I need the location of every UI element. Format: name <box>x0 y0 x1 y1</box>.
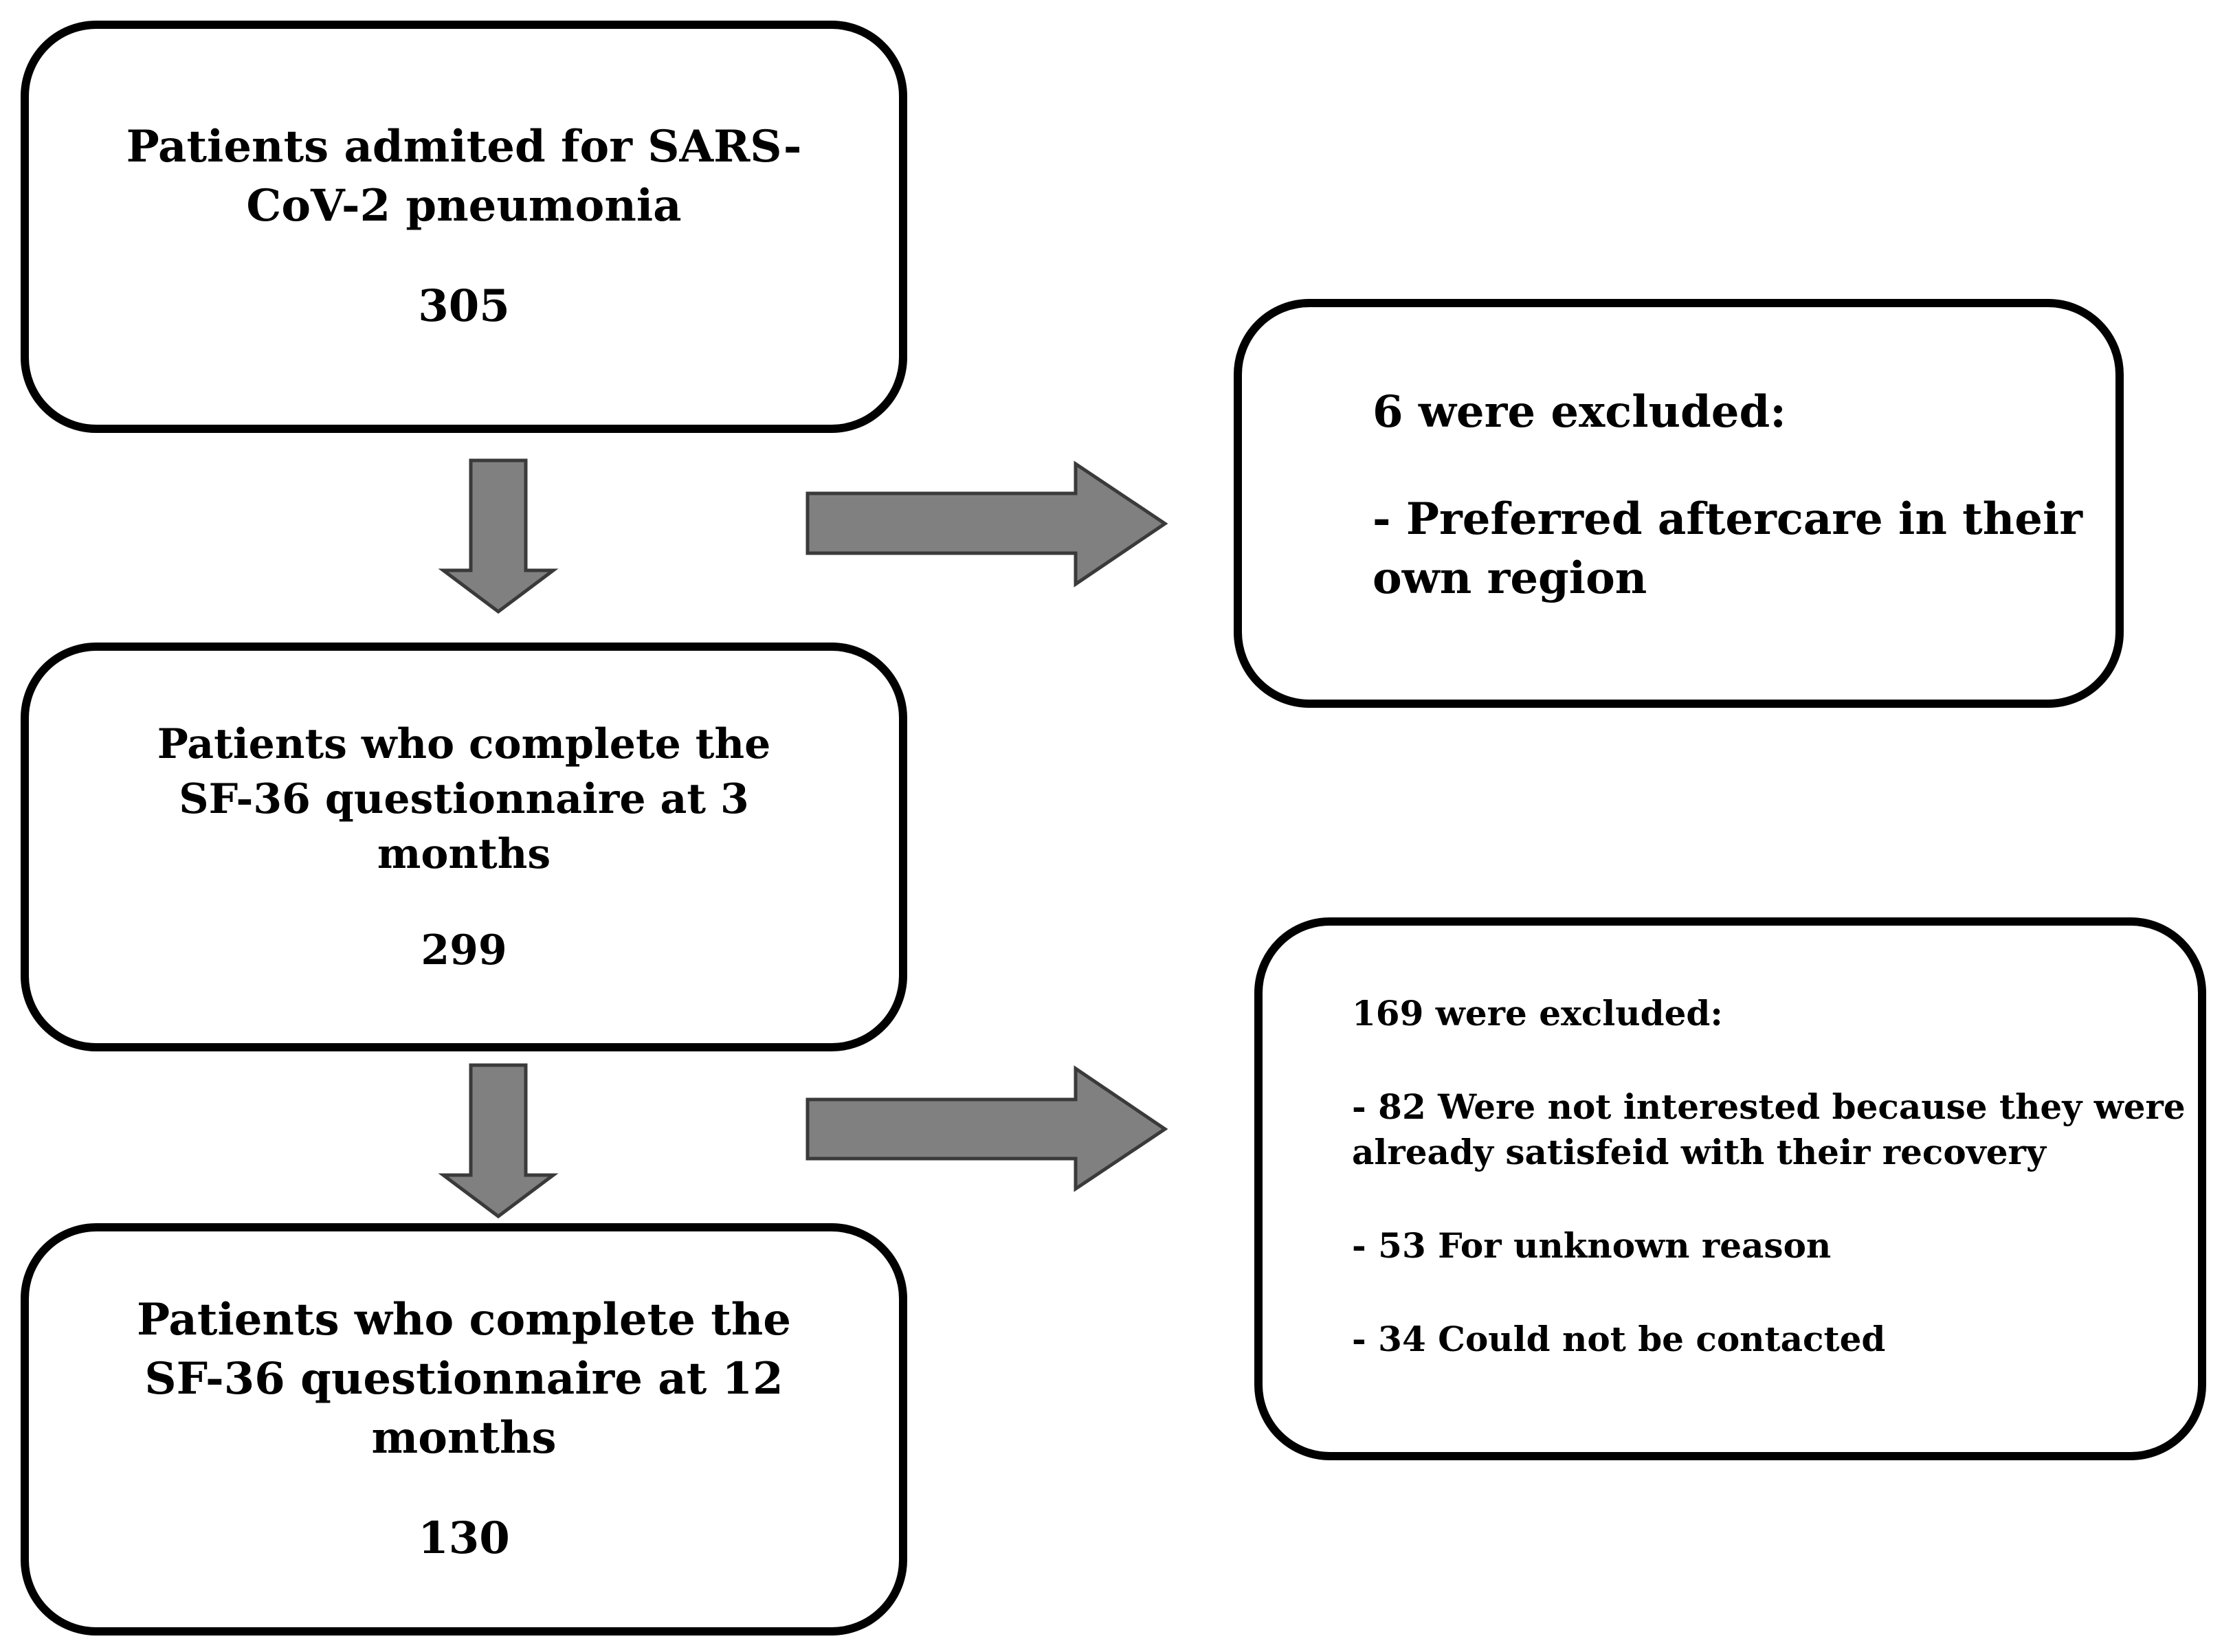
spacer <box>1373 442 2082 490</box>
second-exclusion-reason-1-line-1: - 82 Were not interested because they we… <box>1352 1086 2186 1127</box>
three-month-count: 299 <box>421 926 507 974</box>
twelve-month-title-line-1: Patients who complete the <box>137 1294 791 1346</box>
twelve-month-title-line-3: months <box>371 1412 557 1464</box>
first-exclusion-heading: 6 were excluded: <box>1373 386 1786 438</box>
spacer <box>1352 1036 2186 1084</box>
second-exclusion-content: 169 were excluded: - 82 Were not interes… <box>1352 991 2186 1362</box>
twelve-month-title-line-2: SF-36 questionnaire at 12 <box>144 1353 784 1405</box>
three-month-title-line-2: SF-36 questionnaire at 3 <box>179 774 749 823</box>
first-exclusion-content: 6 were excluded: - Preferred aftercare i… <box>1373 383 2082 608</box>
second-exclusion-box: 169 were excluded: - 82 Were not interes… <box>1254 917 2206 1460</box>
spacer <box>1352 1175 2186 1223</box>
admitted-patients-box: Patients admited for SARS- CoV-2 pneumon… <box>21 21 907 433</box>
down-arrow-1-icon <box>438 458 559 614</box>
second-exclusion-heading: 169 were excluded: <box>1352 993 1723 1034</box>
twelve-month-count: 130 <box>418 1513 510 1564</box>
second-exclusion-reason-2: - 53 For unknown reason <box>1352 1225 1832 1266</box>
admitted-count: 305 <box>418 280 510 332</box>
spacer <box>1352 1269 2186 1317</box>
admitted-title-line-1: Patients admited for SARS- <box>126 121 802 172</box>
admitted-title-line-2: CoV-2 pneumonia <box>246 180 682 232</box>
first-exclusion-box: 6 were excluded: - Preferred aftercare i… <box>1234 299 2124 708</box>
right-arrow-1-icon <box>806 460 1168 588</box>
first-exclusion-reason-line-1: - Preferred aftercare in their <box>1373 493 2082 545</box>
second-exclusion-reason-3: - 34 Could not be contacted <box>1352 1319 1886 1359</box>
three-month-patients-box: Patients who complete the SF-36 question… <box>21 643 907 1051</box>
three-month-title-line-3: months <box>377 829 551 878</box>
twelve-month-patients-box: Patients who complete the SF-36 question… <box>21 1223 907 1636</box>
second-exclusion-reason-1-line-2: already satisfeid with their recovery <box>1352 1132 2046 1172</box>
first-exclusion-reason-line-2: own region <box>1373 552 1647 604</box>
down-arrow-2-icon <box>438 1063 559 1219</box>
three-month-title-line-1: Patients who complete the <box>157 719 771 768</box>
right-arrow-2-icon <box>806 1065 1168 1192</box>
